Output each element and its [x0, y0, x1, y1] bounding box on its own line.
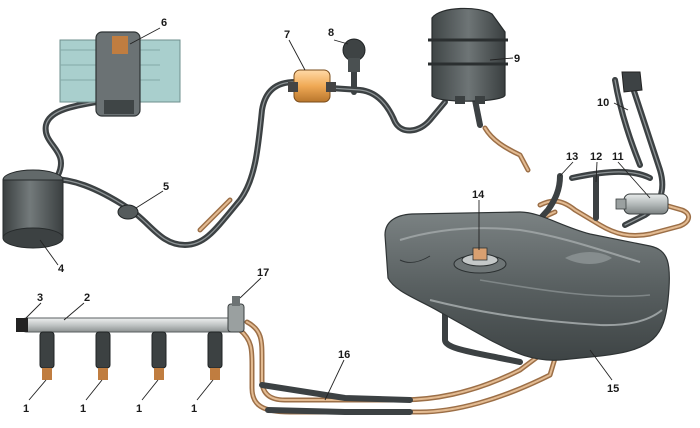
callout-injector-1: 1 [23, 403, 29, 415]
pressure-regulator-icon [227, 296, 245, 333]
filler-pipe-icon [621, 71, 643, 93]
filter-icon [615, 193, 669, 215]
callout-regulator: 17 [257, 267, 269, 279]
callout-pump-module: 14 [472, 189, 485, 201]
callout-injector-2: 1 [80, 403, 86, 415]
callout-valve: 8 [328, 27, 334, 39]
canister-icon [2, 169, 64, 249]
injector-icon [151, 331, 167, 380]
fuel-tank [384, 211, 671, 361]
filter-icon [288, 69, 336, 103]
throttle-body-icon [59, 31, 181, 117]
callout-filter: 7 [284, 29, 290, 41]
injector-icon [207, 331, 223, 380]
callout-fuel-tank: 15 [607, 383, 619, 395]
callout-throttle-body: 6 [161, 17, 167, 29]
rubber-hoses [37, 67, 666, 415]
callout-separator: 9 [514, 53, 520, 65]
callout-vent-12: 12 [590, 151, 602, 163]
callout-vent-13: 13 [566, 151, 578, 163]
callout-lines: 16 [338, 349, 350, 361]
injector-icon [95, 331, 111, 380]
callout-fuel-rail: 2 [84, 292, 90, 304]
callout-injector-4: 1 [191, 403, 197, 415]
pump-module-icon [453, 247, 507, 274]
leader-lines [25, 27, 651, 401]
fuel-rail [16, 317, 243, 333]
callout-purge-valve: 5 [163, 181, 169, 193]
valve-icon [342, 38, 366, 72]
valve-icon [117, 204, 139, 220]
callout-tank-filter: 11 [612, 151, 624, 163]
callout-filler-pipe: 10 [597, 97, 609, 109]
separator-tank-icon [428, 7, 508, 104]
injector-icon [39, 331, 55, 380]
callout-injector-3: 1 [136, 403, 142, 415]
callout-labels: 1 1 1 1 2 3 4 5 6 7 8 9 10 11 12 13 14 1… [23, 17, 624, 415]
injectors [39, 331, 223, 380]
callout-rail-plug: 3 [37, 292, 43, 304]
callout-canister: 4 [58, 263, 65, 275]
